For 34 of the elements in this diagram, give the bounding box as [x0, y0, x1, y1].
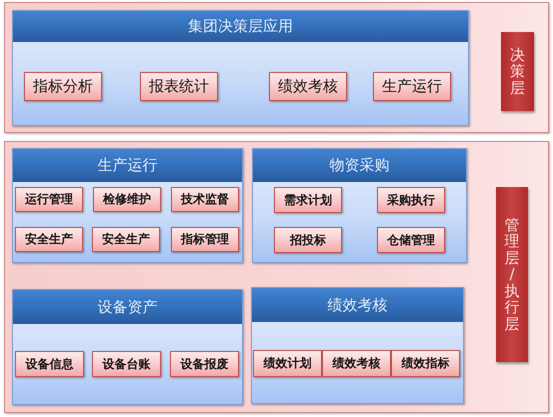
- module-panel: [252, 148, 467, 263]
- function-box: 技术监督: [171, 187, 239, 212]
- function-box: 绩效指标: [391, 350, 460, 377]
- function-box: 绩效计划: [253, 350, 322, 377]
- function-box: 需求计划: [274, 187, 342, 213]
- function-box: 设备报废: [170, 351, 239, 377]
- module-panel: [12, 289, 243, 405]
- function-box: 检修维护: [93, 187, 161, 212]
- layer-tag: 决策层: [501, 32, 534, 111]
- function-box: 设备台账: [92, 351, 161, 377]
- function-box: 采购执行: [377, 187, 445, 213]
- function-box: 绩效考核: [269, 72, 347, 101]
- module-panel: [12, 148, 243, 263]
- function-box: 设备信息: [15, 351, 84, 377]
- function-box: 指标管理: [171, 227, 239, 252]
- function-box: 安全生产: [15, 227, 83, 252]
- function-box: 生产运行: [373, 72, 451, 101]
- panel-header: 集团决策层应用: [13, 11, 468, 42]
- function-box: 报表统计: [140, 72, 218, 101]
- module-panel: [12, 10, 469, 126]
- function-box: 安全生产: [92, 227, 160, 252]
- panel-header: 设备资产: [13, 290, 242, 324]
- function-box: 招投标: [274, 227, 342, 253]
- function-box: 指标分析: [24, 72, 102, 101]
- function-box: 运行管理: [15, 187, 83, 212]
- panel-header: 绩效考核: [252, 288, 463, 322]
- layer-band: [4, 141, 549, 413]
- layer-band: [4, 2, 549, 133]
- panel-header: 物资采购: [253, 149, 466, 182]
- function-box: 绩效考核: [322, 350, 391, 377]
- panel-header: 生产运行: [13, 149, 242, 182]
- module-panel: [251, 287, 464, 404]
- layer-tag: 管理层/执行层: [496, 187, 528, 362]
- function-box: 仓储管理: [377, 227, 445, 253]
